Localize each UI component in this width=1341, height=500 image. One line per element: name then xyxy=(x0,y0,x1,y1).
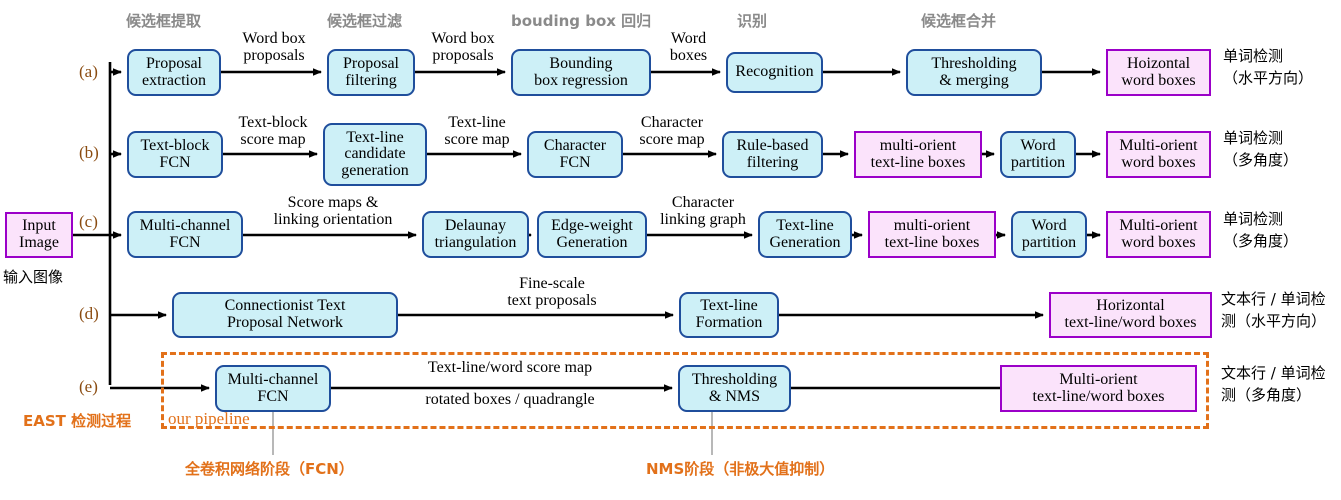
edge-label: rotated boxes / quadrangle xyxy=(425,391,595,408)
node-text-line-generation[interactable]: Text-line Generation xyxy=(758,211,852,258)
node-recognition[interactable]: Recognition xyxy=(726,52,823,93)
fcn-stage-label: 全卷积网络阶段（FCN） xyxy=(185,460,354,478)
node-multi-orient-word-boxes-b[interactable]: Multi-orient word boxes xyxy=(1106,131,1211,178)
node-character-fcn[interactable]: Character FCN xyxy=(527,131,623,178)
stage-header: 候选框提取 xyxy=(126,12,202,30)
nms-stage-label: NMS阶段（非极大值抑制） xyxy=(646,460,835,478)
node-multi-orient-text-line-boxes-b[interactable]: multi-orient text-line boxes xyxy=(854,131,982,178)
our-pipeline-region xyxy=(161,352,1209,429)
node-horizontal-text-line-word-boxes[interactable]: Horizontal text-line/word boxes xyxy=(1049,292,1212,338)
node-proposal-extraction[interactable]: Proposal extraction xyxy=(127,49,221,96)
input-image-caption: 输入图像 xyxy=(3,268,64,286)
row-label-d: (d) xyxy=(79,304,99,323)
node-word-partition-c[interactable]: Word partition xyxy=(1011,211,1087,258)
stage-header: 候选框过滤 xyxy=(327,12,403,30)
stage-header: 候选框合并 xyxy=(921,12,997,30)
output-annotation-d: 文本行 / 单词检 测（水平方向） xyxy=(1221,290,1327,330)
node-text-line-formation[interactable]: Text-line Formation xyxy=(679,292,779,338)
stage-header: bouding box 回归 xyxy=(511,12,652,30)
output-annotation-b: 单词检测 （多角度） xyxy=(1223,129,1299,169)
edge-label: Score maps & linking orientation xyxy=(273,194,393,229)
node-word-partition-b[interactable]: Word partition xyxy=(1000,131,1076,178)
output-annotation-a: 单词检测 （水平方向） xyxy=(1223,47,1314,87)
row-label-c: (c) xyxy=(79,212,98,231)
node-thresholding-nms[interactable]: Thresholding & NMS xyxy=(678,365,791,412)
node-text-line-candidate-generation[interactable]: Text-line candidate generation xyxy=(323,123,427,186)
edge-label: Fine-scale text proposals xyxy=(507,275,597,310)
edge-label: Text-line/word score map xyxy=(427,359,593,376)
input-image-node[interactable]: Input Image xyxy=(5,212,73,258)
edge-label: Text-block score map xyxy=(238,114,308,149)
row-label-b: (b) xyxy=(79,143,99,162)
node-multi-channel-fcn-e[interactable]: Multi-channel FCN xyxy=(215,365,331,412)
node-delaunay-triangulation[interactable]: Delaunay triangulation xyxy=(422,211,529,258)
node-multi-orient-text-line-boxes-c[interactable]: multi-orient text-line boxes xyxy=(868,211,996,258)
node-multi-orient-text-line-word-boxes[interactable]: Multi-orient text-line/word boxes xyxy=(1000,365,1197,412)
east-process-label: EAST 检测过程 xyxy=(23,412,132,430)
node-rule-based-filtering[interactable]: Rule-based filtering xyxy=(722,131,823,178)
our-pipeline-label: our pipeline xyxy=(168,409,250,428)
node-proposal-filtering[interactable]: Proposal filtering xyxy=(327,49,415,96)
output-annotation-c: 单词检测 （多角度） xyxy=(1223,210,1299,250)
node-bounding-box-regression[interactable]: Bounding box regression xyxy=(511,49,651,96)
node-text-block-fcn[interactable]: Text-block FCN xyxy=(127,131,223,178)
node-multi-channel-fcn-c[interactable]: Multi-channel FCN xyxy=(127,211,243,258)
node-horizontal-word-boxes[interactable]: Hoizontal word boxes xyxy=(1106,49,1211,96)
stage-header: 识别 xyxy=(737,12,768,30)
node-connectionist-text-proposal-network[interactable]: Connectionist Text Proposal Network xyxy=(172,292,398,338)
edge-label: Character score map xyxy=(639,114,705,149)
node-edge-weight-generation[interactable]: Edge-weight Generation xyxy=(537,211,647,258)
edge-label: Word boxes xyxy=(669,30,708,65)
node-multi-orient-word-boxes-c[interactable]: Multi-orient word boxes xyxy=(1106,211,1211,258)
edge-label: Word box proposals xyxy=(431,30,495,65)
node-thresholding-merging[interactable]: Thresholding & merging xyxy=(906,49,1042,96)
edge-label: Text-line score map xyxy=(444,114,510,149)
row-label-e: (e) xyxy=(79,377,98,396)
row-label-a: (a) xyxy=(79,62,98,81)
edge-label: Character linking graph xyxy=(660,194,746,229)
edge-label: Word box proposals xyxy=(242,30,306,65)
output-annotation-e: 文本行 / 单词检 测（多角度） xyxy=(1221,364,1326,404)
